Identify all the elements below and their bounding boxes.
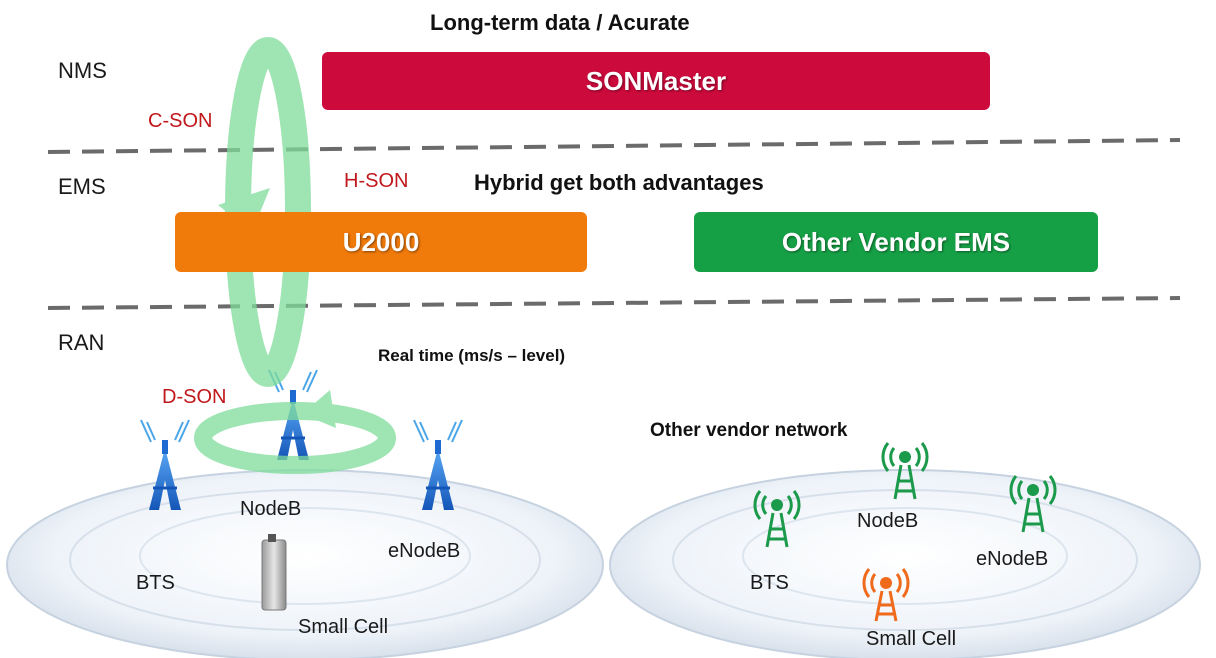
hybrid-note: Hybrid get both advantages bbox=[474, 170, 764, 195]
divider-ems-ran bbox=[47, 296, 1181, 310]
signal-tower-icon bbox=[753, 490, 801, 548]
left-bts-label: BTS bbox=[136, 572, 175, 594]
loop-arrow-icon bbox=[194, 390, 396, 474]
layer-label-nms: NMS bbox=[58, 58, 107, 83]
signal-tower-icon bbox=[862, 568, 910, 622]
radio-tower-icon bbox=[140, 419, 190, 510]
right-nodeb-label: NodeB bbox=[857, 510, 919, 532]
d-son-label: D-SON bbox=[162, 386, 227, 408]
other-vendor-ems-bar: Other Vendor EMS bbox=[694, 212, 1098, 272]
signal-tower-icon bbox=[1009, 475, 1057, 533]
other-vendor-network-note: Other vendor network bbox=[650, 420, 848, 441]
right-enodeb-label: eNodeB bbox=[976, 548, 1049, 570]
signal-tower-icon bbox=[881, 442, 929, 500]
sonmaster-bar: SONMaster bbox=[322, 52, 990, 110]
right-bts-label: BTS bbox=[750, 572, 789, 594]
page-title: Long-term data / Acurate bbox=[430, 10, 690, 35]
u2000-label: U2000 bbox=[342, 226, 420, 257]
left-small-cell-label: Small Cell bbox=[298, 616, 389, 638]
realtime-note: Real time (ms/s – level) bbox=[378, 346, 566, 365]
other-vendor-ems-label: Other Vendor EMS bbox=[781, 226, 1011, 257]
layer-label-ems: EMS bbox=[58, 174, 106, 199]
divider-nms-ems bbox=[47, 138, 1181, 154]
h-son-label: H-SON bbox=[344, 170, 409, 192]
c-son-label: C-SON bbox=[148, 110, 213, 132]
u2000-bar: U2000 bbox=[175, 212, 587, 272]
left-nodeb-label: NodeB bbox=[240, 498, 302, 520]
sonmaster-label: SONMaster bbox=[585, 65, 727, 96]
radio-tower-icon bbox=[413, 419, 463, 510]
right-small-cell-label: Small Cell bbox=[866, 628, 957, 650]
left-enodeb-label: eNodeB bbox=[388, 540, 461, 562]
small-cell-icon bbox=[261, 534, 287, 611]
layer-label-ran: RAN bbox=[58, 330, 105, 355]
